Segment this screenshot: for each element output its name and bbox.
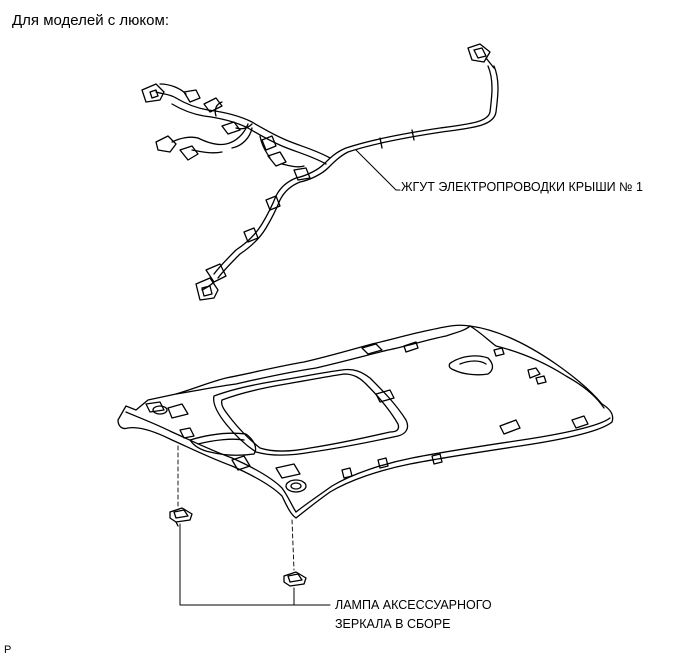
section-caption: Для моделей с люком: bbox=[12, 12, 169, 29]
mirror-lamp-label-line1: ЛАМПА АКСЕССУАРНОГО bbox=[335, 598, 492, 612]
page-marker: P bbox=[4, 644, 12, 656]
alignment-line-rear bbox=[291, 519, 295, 571]
harness-label: ЖГУТ ЭЛЕКТРОПРОВОДКИ КРЫШИ № 1 bbox=[401, 180, 643, 194]
mirror-lamp-label: ЛАМПА АКСЕССУАРНОГО ЗЕРКАЛА В СБОРЕ bbox=[335, 596, 492, 634]
mirror-lamp-label-line2: ЗЕРКАЛА В СБОРЕ bbox=[335, 617, 451, 631]
roof-wire-harness bbox=[141, 43, 499, 301]
mirror-lamp-front bbox=[169, 507, 193, 527]
mirror-lamp-rear bbox=[283, 571, 307, 587]
roof-headliner bbox=[117, 324, 614, 519]
lamp-leader-line-front bbox=[179, 523, 331, 606]
harness-leader-line bbox=[355, 149, 401, 191]
